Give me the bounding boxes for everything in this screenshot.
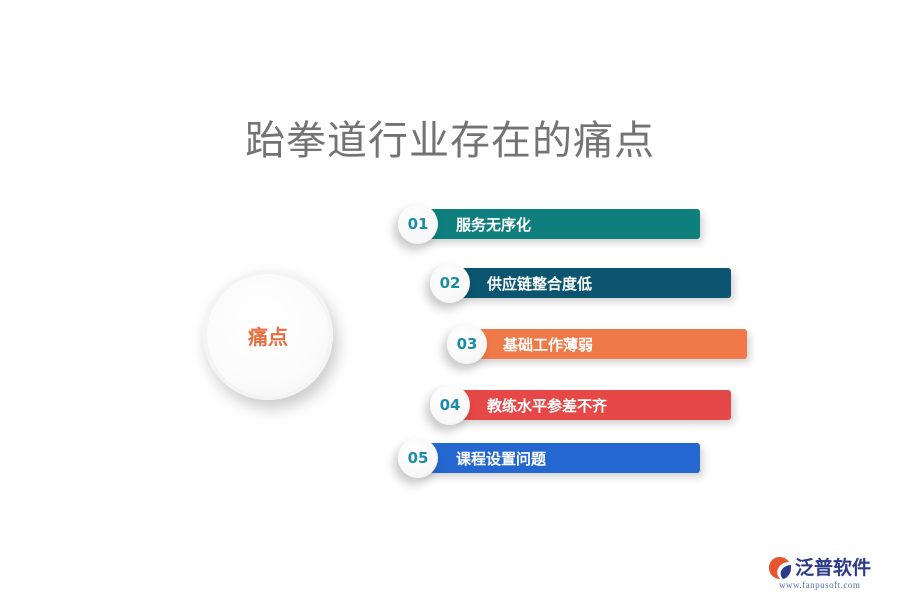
item-bar-5: 课程设置问题 xyxy=(418,443,700,473)
brand-url: www.fanpusoft.com xyxy=(779,580,861,590)
item-number-3: 03 xyxy=(447,324,487,364)
item-bar-1: 服务无序化 xyxy=(418,209,700,239)
item-label-3: 基础工作薄弱 xyxy=(503,335,594,354)
hub-label: 痛点 xyxy=(248,324,288,349)
list-item-4: 教练水平参差不齐 04 xyxy=(430,385,731,425)
list-item-5: 课程设置问题 05 xyxy=(398,438,700,478)
item-number-5: 05 xyxy=(398,438,438,478)
page-title: 跆拳道行业存在的痛点 xyxy=(245,118,655,164)
item-label-5: 课程设置问题 xyxy=(456,449,547,468)
item-number-1: 01 xyxy=(398,204,438,244)
brand-logo: 泛普软件 www.fanpusoft.com xyxy=(767,553,892,593)
item-bar-4: 教练水平参差不齐 xyxy=(450,390,731,420)
item-label-4: 教练水平参差不齐 xyxy=(487,396,608,415)
item-label-2: 供应链整合度低 xyxy=(487,274,593,293)
item-number-4: 04 xyxy=(430,385,470,425)
item-label-1: 服务无序化 xyxy=(456,215,532,234)
hub-circle: 痛点 xyxy=(203,270,333,400)
item-bar-3: 基础工作薄弱 xyxy=(467,329,747,359)
brand-name: 泛普软件 xyxy=(795,557,872,579)
list-item-3: 基础工作薄弱 03 xyxy=(447,324,747,364)
list-item-1: 服务无序化 01 xyxy=(398,204,700,244)
fanpu-logo-icon xyxy=(769,557,791,579)
list-item-2: 供应链整合度低 02 xyxy=(430,263,731,303)
item-number-2: 02 xyxy=(430,263,470,303)
item-bar-2: 供应链整合度低 xyxy=(450,268,731,298)
